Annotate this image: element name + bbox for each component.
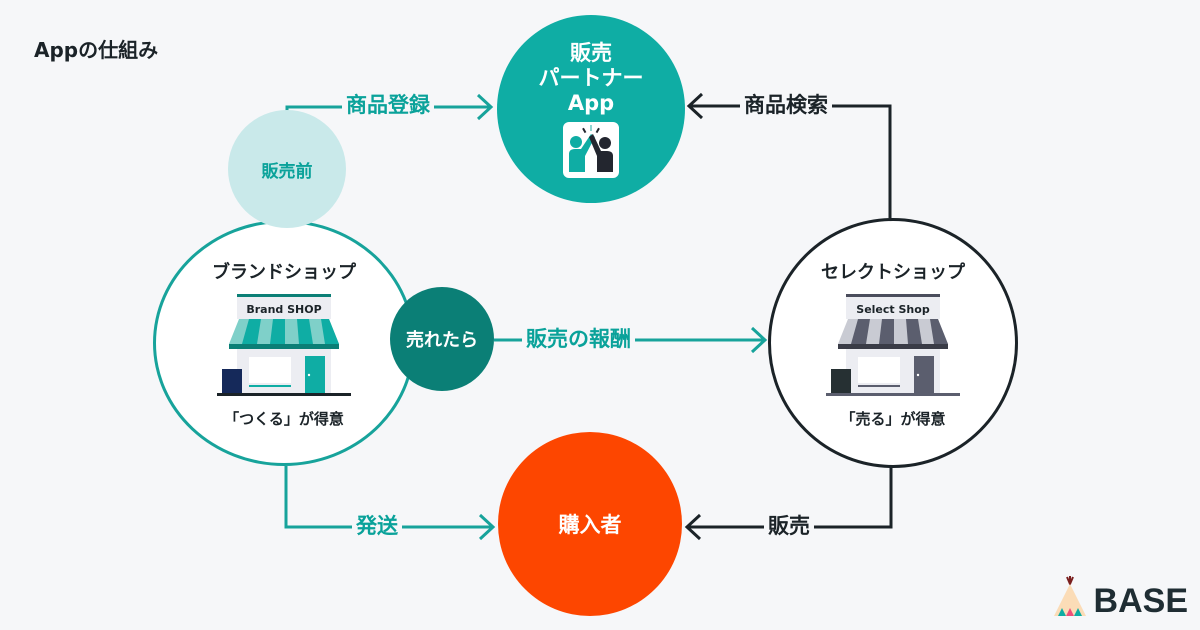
ship-label: 発送	[352, 516, 402, 537]
register-arrowhead	[476, 93, 494, 121]
buyer-node: 購入者	[498, 432, 682, 616]
sell-line	[688, 468, 893, 529]
reward-label: 販売の報酬	[522, 329, 635, 350]
brand-shop-node: ブランドショップ Brand SHOP 「つくる」が得意	[153, 220, 415, 466]
ship-line	[284, 466, 492, 529]
base-wordmark: BASE	[1093, 582, 1188, 620]
pre-sale-node: 販売前	[228, 110, 346, 228]
when-sold-node: 売れたら	[390, 287, 494, 391]
app-title-line3: App	[567, 90, 615, 115]
brand-shop-tagline: 「つくる」が得意	[224, 409, 344, 428]
sell-label: 販売	[764, 516, 814, 537]
high-five-icon	[563, 121, 619, 178]
select-shop-tagline: 「売る」が得意	[840, 409, 946, 428]
base-logo: BASE	[1052, 576, 1188, 618]
select-storefront-icon: Select Shop	[826, 293, 960, 396]
brand-sign-text: Brand SHOP	[246, 303, 321, 316]
app-title-line2: パートナー	[538, 65, 644, 90]
sell-arrowhead	[684, 513, 702, 541]
ship-arrowhead	[478, 513, 496, 541]
search-label: 商品検索	[740, 95, 832, 116]
brand-storefront-icon: Brand SHOP	[217, 293, 351, 396]
search-arrowhead	[686, 92, 704, 120]
brand-shop-name: ブランドショップ	[212, 261, 356, 283]
teepee-icon	[1053, 576, 1086, 616]
reward-arrowhead	[750, 326, 768, 354]
register-label: 商品登録	[342, 95, 434, 116]
select-shop-node: セレクトショップ Select Shop 「売る」が得意	[768, 218, 1018, 468]
select-sign-text: Select Shop	[856, 303, 930, 316]
page-title: Appの仕組み	[34, 38, 159, 62]
app-title-line1: 販売	[570, 40, 612, 65]
search-line	[690, 104, 892, 218]
select-shop-name: セレクトショップ	[821, 261, 965, 283]
sales-partner-app-node: 販売 パートナー App	[497, 15, 685, 203]
